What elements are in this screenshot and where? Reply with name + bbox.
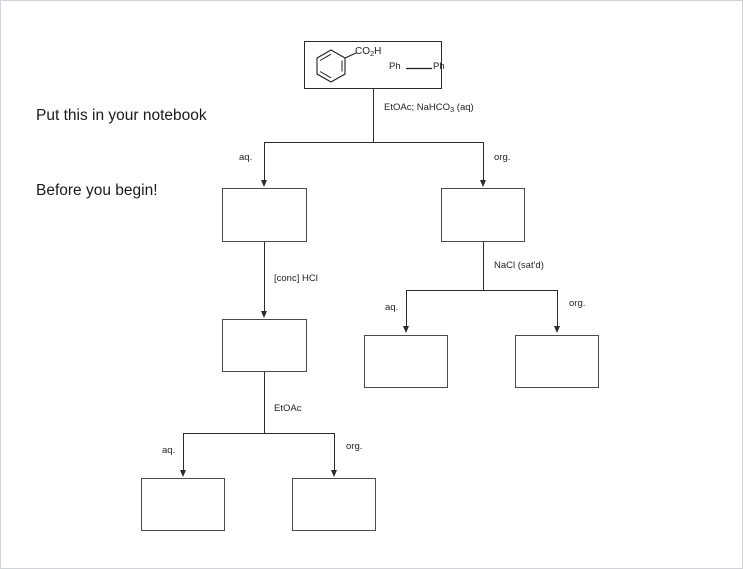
- biphenyl-bond-icon: [406, 67, 432, 70]
- step1-split-bar: [264, 142, 483, 143]
- step3-right-arrowhead: [554, 326, 560, 333]
- instruction-note-line2: Before you begin!: [36, 182, 158, 199]
- step3-reagent-label: NaCl (sat'd): [494, 260, 544, 271]
- step4-left-arrowhead: [180, 470, 186, 477]
- step3-split-bar: [406, 290, 557, 291]
- step2-arrowhead: [261, 311, 267, 318]
- step1-branch-left-label: aq.: [239, 152, 253, 163]
- step1-right-arrowhead: [480, 180, 486, 187]
- molecule-drawing: CO2H Ph Ph: [305, 42, 445, 88]
- step3-right-drop-line: [557, 290, 558, 327]
- step3-stem-line: [483, 242, 484, 290]
- step4-branch-right-label: org.: [346, 441, 363, 452]
- step2-reagent-label: [conc] HCl: [274, 273, 318, 284]
- step3-branch-right-label: org.: [569, 298, 586, 309]
- ph-label-left: Ph: [389, 61, 401, 72]
- step3-branch-left-label: aq.: [385, 302, 399, 313]
- step4-right-drop-line: [334, 433, 335, 471]
- organic-layer-box-1[interactable]: [441, 188, 525, 242]
- step1-left-drop-line: [264, 142, 265, 181]
- starting-material-box: CO2H Ph Ph: [304, 41, 445, 89]
- step1-left-arrowhead: [261, 180, 267, 187]
- aqueous-layer-box-1[interactable]: [222, 188, 307, 242]
- instruction-note-line1: Put this in your notebook: [36, 107, 207, 124]
- step3-left-drop-line: [406, 290, 407, 327]
- step1-reagent-label: EtOAc; NaHCO3 (aq): [384, 102, 474, 114]
- step1-right-drop-line: [483, 142, 484, 181]
- acid-product-box[interactable]: [222, 319, 307, 372]
- organic-layer-box-2[interactable]: [515, 335, 599, 388]
- co2h-label: CO2H: [355, 46, 382, 58]
- step3-left-arrowhead: [403, 326, 409, 333]
- aqueous-layer-box-3[interactable]: [141, 478, 225, 531]
- ph-label-right: Ph: [433, 61, 445, 72]
- step4-branch-left-label: aq.: [162, 445, 176, 456]
- organic-layer-box-3[interactable]: [292, 478, 376, 531]
- step4-stem-line: [264, 372, 265, 433]
- step4-right-arrowhead: [331, 470, 337, 477]
- step2-stem-line: [264, 242, 265, 312]
- instruction-note: Put this in your notebook Before you beg…: [36, 53, 207, 253]
- step4-split-bar: [183, 433, 334, 434]
- benzene-ring-icon: [316, 49, 357, 83]
- step4-left-drop-line: [183, 433, 184, 471]
- aqueous-layer-box-2[interactable]: [364, 335, 448, 388]
- step1-stem-line: [373, 89, 374, 142]
- step4-reagent-label: EtOAc: [274, 403, 302, 414]
- step1-branch-right-label: org.: [494, 152, 511, 163]
